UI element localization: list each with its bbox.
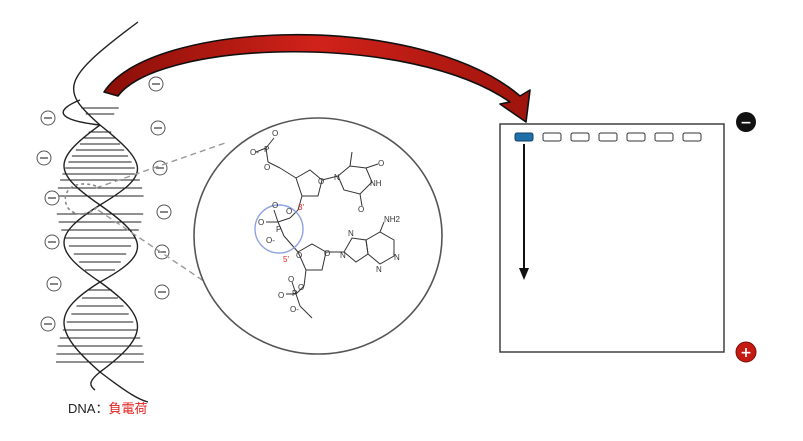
negative-charge-icon — [40, 110, 56, 126]
helix-base-pairs — [56, 107, 144, 363]
negative-charge-icon — [148, 76, 164, 92]
bottom-oxygen-anion: O- — [290, 305, 299, 314]
negative-charge-icon — [46, 276, 62, 292]
mid-oxygen-3prime: O — [286, 207, 292, 216]
sample-well-empty — [542, 132, 562, 142]
top-ester-oxygen: O — [264, 163, 270, 172]
thymine-nh: NH — [370, 179, 382, 188]
thymine-nitrogen: N — [334, 173, 340, 182]
bottom-phosphorus: P — [292, 289, 297, 298]
zoom-source-loop — [64, 183, 99, 215]
bottom-oxygen: O — [278, 291, 284, 300]
migration-arrow — [519, 144, 529, 280]
adenine-nitrogen-7: N — [348, 229, 354, 238]
adenine-nitrogen-3: N — [376, 265, 382, 274]
top-oxygen: O — [272, 129, 278, 138]
top-ring-oxygen: O — [318, 177, 324, 186]
negative-electrode-symbol: − — [740, 115, 752, 131]
positive-electrode-symbol: + — [740, 345, 752, 361]
thymine-oxygen-top: O — [378, 159, 384, 168]
negative-charge-icon — [150, 120, 166, 136]
negative-charge-icon — [44, 190, 60, 206]
negative-charge-icon — [44, 234, 60, 250]
phosphate-highlight-circle — [254, 204, 304, 254]
bottom-ester-oxygen: O — [298, 283, 304, 292]
positive-electrode-icon — [735, 341, 757, 363]
nucleotide-structure — [255, 137, 395, 319]
adenine-nitrogen-1: N — [394, 253, 400, 262]
mid-oxygen-anion: O- — [266, 236, 275, 245]
adenine-amine: NH2 — [384, 215, 401, 224]
sample-well-empty — [654, 132, 674, 142]
positive-electrode: + — [735, 341, 757, 363]
dna-charge-caption: DNA：負電荷 — [68, 398, 147, 417]
transfer-arrow — [103, 33, 531, 123]
negative-electrode: − — [736, 112, 756, 132]
dna-double-helix — [56, 21, 149, 403]
chemistry-labels: O- P O O O N NH O O 3' O O O P O- 5' O O… — [250, 129, 401, 314]
adenine-nitrogen-9: N — [340, 251, 346, 260]
sample-well-empty — [598, 132, 618, 142]
bottom-ring-oxygen: O — [324, 249, 330, 258]
gel-wells — [514, 132, 702, 142]
sample-well-empty — [570, 132, 590, 142]
top-oxygen-anion: O- — [250, 148, 259, 157]
caption-label: DNA： — [68, 401, 109, 416]
negative-charge-icon — [36, 150, 52, 166]
sample-well-empty — [626, 132, 646, 142]
sample-well-empty — [682, 132, 702, 142]
thymine-oxygen-bottom: O — [358, 205, 364, 214]
gel-box — [499, 123, 725, 353]
carbon-3-prime-label: 3' — [298, 203, 304, 212]
helix-strand-a — [63, 21, 139, 391]
mid-oxygen-top: O — [272, 201, 278, 210]
mid-oxygen-left: O — [258, 218, 264, 227]
negative-charge-icon — [154, 284, 170, 300]
mid-phosphorus: P — [276, 225, 281, 234]
negative-charge-icon — [156, 204, 172, 220]
carbon-5-prime-label: 5' — [283, 255, 289, 264]
negative-charge-icon — [40, 316, 56, 332]
caption-value-negative-charge: 負電荷 — [108, 401, 148, 416]
top-phosphorus: P — [264, 145, 269, 154]
sample-well-loaded — [514, 132, 534, 142]
negative-charge-markers — [36, 76, 172, 332]
mid-ester-oxygen: O — [296, 251, 302, 260]
bottom-oxygen-top: O — [288, 275, 294, 284]
zoom-ellipse — [193, 117, 443, 355]
helix-strand-b — [62, 99, 149, 403]
negative-electrode-icon — [736, 112, 756, 132]
